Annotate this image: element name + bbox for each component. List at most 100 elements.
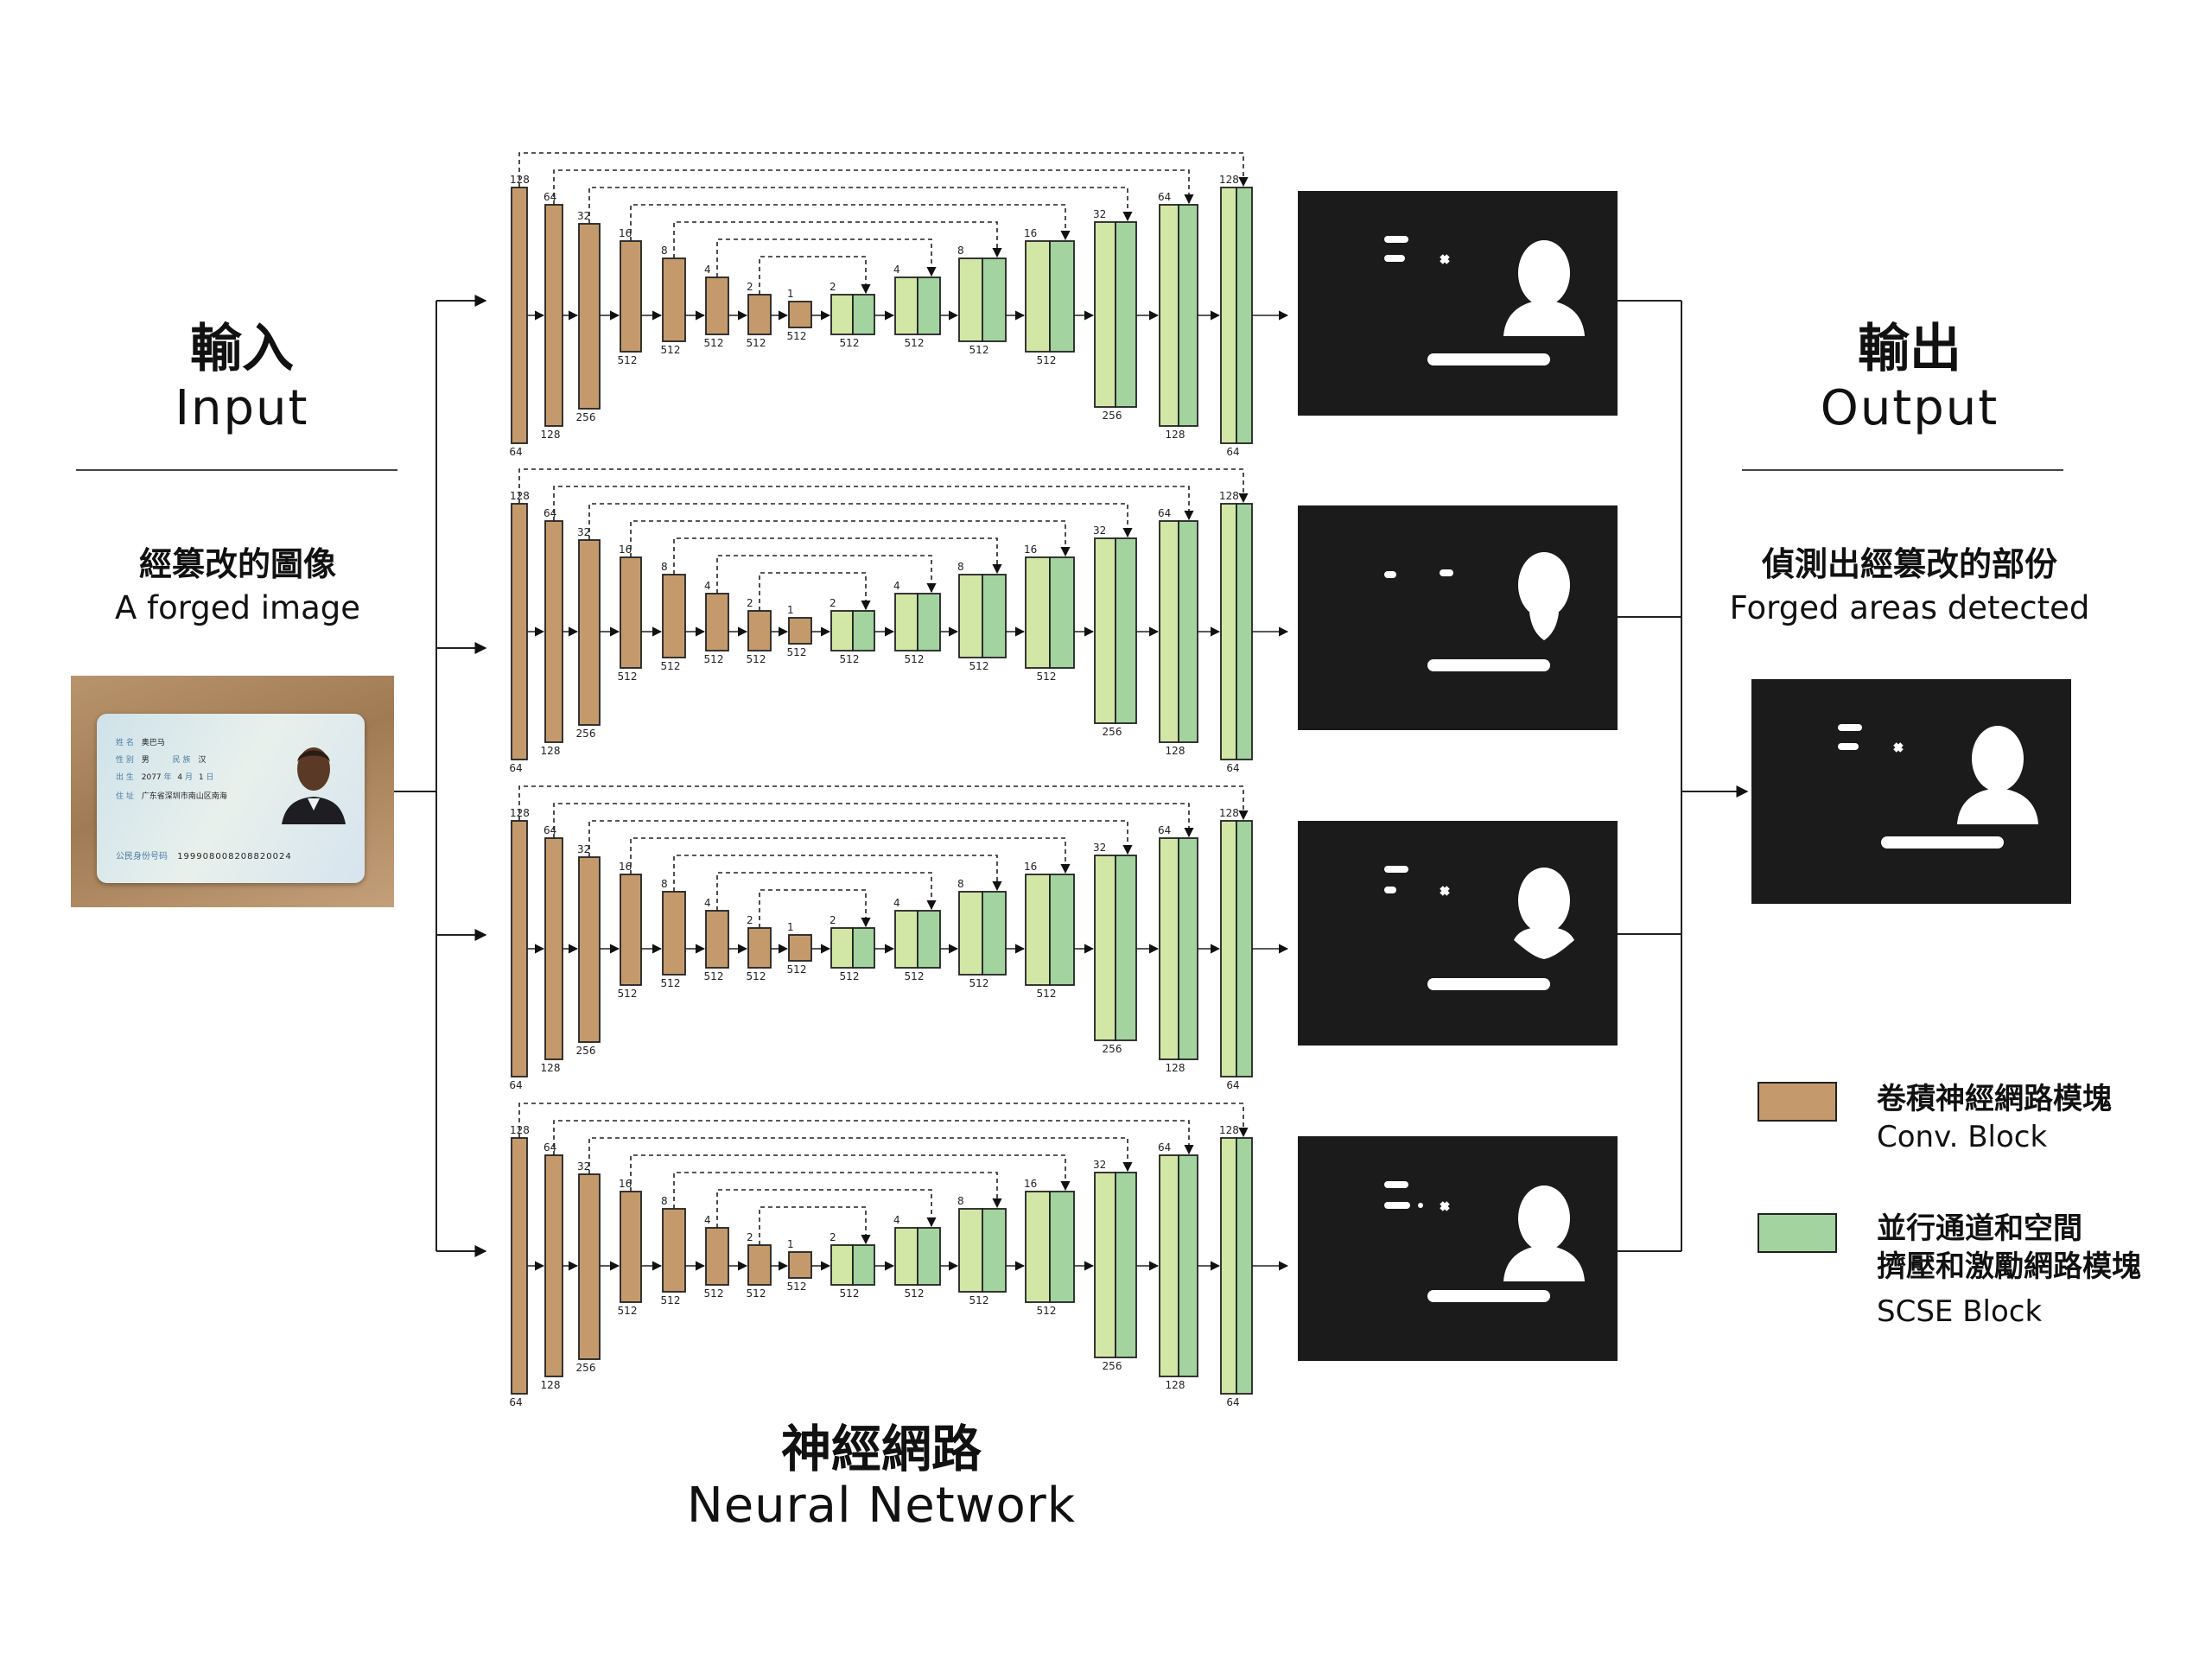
row-1-scse-block-14-left: [1159, 204, 1179, 427]
row-2-skip-connection-4: [630, 520, 1071, 557]
row-3-scse-block-12-right: [1049, 874, 1075, 986]
row-2-block-14-size-label: 64: [1158, 507, 1171, 519]
row-4-block-5-size-label: 8: [661, 1195, 668, 1207]
row-4-skip-connection-2: [553, 1120, 1194, 1155]
row-4-block-7-size-label: 2: [747, 1231, 753, 1243]
row-2-scse-block-12-right: [1049, 556, 1075, 669]
row-3-block-11-size-label: 8: [957, 878, 964, 890]
id-card: 姓 名 奥巴马 性 别 男 民 族 汉 出 生 2077 年 4 月 1 日 住…: [97, 714, 365, 883]
row-2-scse-block-9-left: [830, 610, 854, 652]
input-heading-en: Input: [175, 380, 309, 436]
row-4-block-7-channel-label: 512: [747, 1287, 766, 1300]
row-2-conv-block-5: [662, 574, 686, 658]
legend-scse-label-zh-1: 並行通道和空間: [1877, 1211, 2082, 1246]
row-1-conv-block-3: [578, 223, 601, 410]
row-4-scse-block-14-right: [1178, 1154, 1198, 1377]
row-1-scse-block-15-right: [1236, 187, 1253, 444]
input-heading-zh: 輸入: [190, 319, 294, 379]
row-3-block-2-channel-label: 128: [541, 1062, 561, 1074]
row-3-block-3-size-label: 32: [577, 843, 590, 855]
row-2-skip-connection-3: [588, 503, 1133, 540]
row-2-block-4-channel-label: 512: [618, 671, 638, 683]
row-1-block-4-channel-label: 512: [618, 354, 638, 366]
id-ethnic-value: 汉: [198, 756, 207, 765]
row-3-block-14-size-label: 64: [1158, 824, 1171, 836]
row-4-scse-block-12-left: [1025, 1191, 1051, 1303]
row-1-scse-block-12-left: [1025, 240, 1051, 353]
row-3-conv-block-8: [788, 934, 812, 962]
row-4-scse-block-10-right: [917, 1227, 941, 1286]
row-3-conv-block-6: [705, 910, 729, 969]
row-2-block-3-size-label: 32: [577, 526, 590, 538]
row-4-scse-block-13-left: [1094, 1172, 1116, 1358]
row-4-block-14-channel-label: 128: [1166, 1379, 1185, 1391]
row-1-skip-connection-4: [630, 204, 1071, 241]
id-sex-value: 男: [141, 756, 149, 765]
row-4-block-12-channel-label: 512: [1037, 1305, 1057, 1317]
row-1-conv-block-4: [620, 240, 642, 353]
row-4-scse-block-11-right: [982, 1208, 1007, 1293]
row-1-scse-block-9-left: [830, 294, 854, 335]
row-4-scse-block-9-right: [852, 1244, 875, 1286]
output-heading-zh: 輸出: [1858, 319, 1961, 379]
row-3-block-10-channel-label: 512: [905, 970, 925, 982]
row-3-conv-block-7: [747, 927, 772, 969]
legend-conv-label-en: Conv. Block: [1877, 1120, 2048, 1154]
row-1-skip-connection-6: [716, 238, 937, 277]
row-2-block-11-size-label: 8: [957, 561, 964, 573]
row-3-skip-connection-2: [553, 803, 1194, 838]
row-3-scse-block-10-right: [917, 910, 941, 969]
row-3-scse-block-13-left: [1094, 855, 1116, 1041]
row-4-scse-block-9-left: [830, 1244, 854, 1286]
row-4-skip-connection-7: [759, 1206, 871, 1245]
mask-shapes: [1384, 236, 1585, 365]
row-1-block-4-size-label: 16: [619, 227, 632, 239]
row-2-conv-block-1: [511, 503, 528, 760]
row-2-scse-block-11-left: [958, 574, 983, 658]
row-2-block-12-channel-label: 512: [1037, 671, 1057, 683]
row-2-block-7-channel-label: 512: [747, 653, 766, 665]
row-4-block-8-size-label: 1: [787, 1238, 794, 1250]
row-4-skip-connection-3: [588, 1137, 1133, 1174]
id-month-unit: 月: [185, 773, 194, 782]
row-2-block-1-channel-label: 64: [509, 762, 522, 774]
row-1-scse-block-11-right: [982, 257, 1007, 342]
row-4-conv-block-5: [662, 1208, 686, 1293]
row-1-block-5-size-label: 8: [661, 245, 668, 257]
id-birth-month: 4: [177, 773, 183, 782]
row-4-block-14-size-label: 64: [1158, 1141, 1171, 1154]
row-2-block-9-channel-label: 512: [840, 653, 860, 665]
row-4-block-12-size-label: 16: [1024, 1178, 1037, 1190]
row-1-skip-connection-2: [553, 169, 1194, 205]
row-2-block-15-size-label: 128: [1219, 490, 1239, 502]
row-2-scse-block-12-left: [1025, 556, 1051, 669]
row-3-block-4-channel-label: 512: [618, 988, 638, 1000]
row-4-conv-block-8: [788, 1251, 812, 1279]
row-1-scse-block-14-right: [1178, 204, 1198, 427]
row-3-scse-block-9-left: [830, 927, 854, 969]
row-1-block-8-size-label: 1: [787, 288, 794, 300]
row-2-block-6-size-label: 4: [704, 580, 711, 592]
row-1-skip-connection-7: [759, 256, 871, 295]
row-4-block-13-channel-label: 256: [1103, 1360, 1122, 1372]
row-1-block-7-size-label: 2: [747, 281, 753, 293]
id-ethnic-label: 民 族: [172, 756, 191, 765]
id-number-value: 199908008208820024: [177, 852, 292, 861]
row-1-block-10-size-label: 4: [893, 264, 900, 276]
row-4-block-1-size-label: 128: [510, 1124, 530, 1136]
row-2-block-3-channel-label: 256: [576, 728, 596, 740]
row-3-skip-connection-5: [673, 855, 1002, 892]
input-divider: [76, 469, 397, 471]
row-1-block-10-channel-label: 512: [905, 337, 925, 349]
row-3-block-5-size-label: 8: [661, 878, 668, 890]
output-divider: [1742, 469, 2063, 471]
row-4-block-2-channel-label: 128: [541, 1379, 561, 1391]
row-2-block-13-size-label: 32: [1093, 524, 1106, 537]
row-3-block-1-channel-label: 64: [509, 1079, 522, 1091]
row-3-block-7-size-label: 2: [747, 914, 753, 926]
mask-shapes: [1838, 724, 2038, 849]
row-3-block-9-channel-label: 512: [840, 970, 860, 982]
id-address-value: 广东省深圳市南山区南海: [141, 792, 227, 801]
mask-shapes: [1384, 866, 1574, 990]
